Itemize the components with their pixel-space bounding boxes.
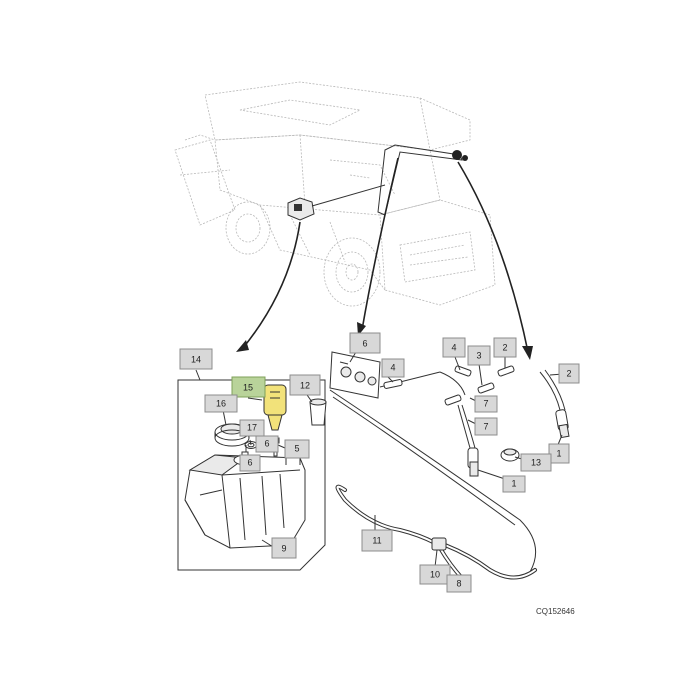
callout-9: 9 [271, 537, 297, 559]
callout-label: 4 [390, 362, 395, 372]
callout-6-top: 6 [349, 332, 381, 354]
callout-14: 14 [179, 348, 213, 370]
cab-bracket-marker [377, 144, 468, 216]
t-piece [431, 537, 447, 551]
callout-label: 11 [372, 535, 381, 545]
callout-4-right: 4 [442, 337, 466, 358]
callout-label: 5 [294, 443, 299, 453]
callout-13: 13 [520, 453, 552, 472]
callout-label: 14 [191, 354, 201, 364]
connector-bracket [329, 351, 381, 399]
callout-4-left: 4 [381, 358, 405, 378]
callout-1-right: 1 [548, 443, 570, 464]
callout-7-bottom: 7 [474, 417, 498, 436]
combine-harvester-outline [174, 81, 496, 307]
strainer [309, 398, 327, 426]
callout-label: 6 [264, 438, 269, 448]
callout-17: 17 [239, 419, 265, 437]
callout-label: 6 [247, 457, 252, 467]
washer-pump [263, 384, 287, 431]
callout-label: 17 [247, 422, 257, 432]
callout-3: 3 [467, 345, 491, 366]
callout-label: 1 [556, 448, 561, 458]
callout-label: 10 [430, 569, 440, 579]
callout-15: 15 [231, 376, 266, 398]
callout-label: 8 [456, 578, 461, 588]
callout-12: 12 [289, 374, 321, 396]
callout-label: 15 [243, 382, 253, 392]
nozzle-cap [500, 448, 520, 462]
callout-label: 9 [281, 543, 286, 553]
callout-10: 10 [419, 564, 451, 585]
callout-5: 5 [284, 439, 310, 459]
callout-label: 1 [511, 478, 516, 488]
callout-label: 2 [502, 342, 507, 352]
reservoir-location-marker [287, 184, 386, 221]
callout-label: 7 [483, 421, 488, 431]
callout-11: 11 [361, 529, 393, 552]
callout-label: 4 [451, 342, 456, 352]
callout-8: 8 [446, 574, 472, 593]
callout-6-screw: 6 [255, 435, 279, 453]
callout-label: 16 [216, 398, 226, 408]
callout-label: 6 [362, 338, 367, 348]
callout-16: 16 [204, 394, 238, 413]
callout-7-top: 7 [474, 395, 498, 413]
callout-2-top: 2 [493, 337, 517, 358]
callout-label: 7 [483, 398, 488, 408]
callout-2-right: 2 [558, 363, 580, 384]
washer-nozzles [457, 369, 570, 477]
callout-label: 3 [476, 350, 481, 360]
callout-label: 13 [531, 457, 541, 467]
callout-label: 2 [566, 368, 571, 378]
callout-label: 12 [300, 380, 310, 390]
callout-1-bottom: 1 [502, 475, 526, 493]
callout-6-left: 6 [239, 454, 261, 472]
reference-code: CQ152646 [536, 607, 575, 616]
hose-connectors [383, 365, 515, 406]
pointer-arrows [236, 157, 533, 360]
